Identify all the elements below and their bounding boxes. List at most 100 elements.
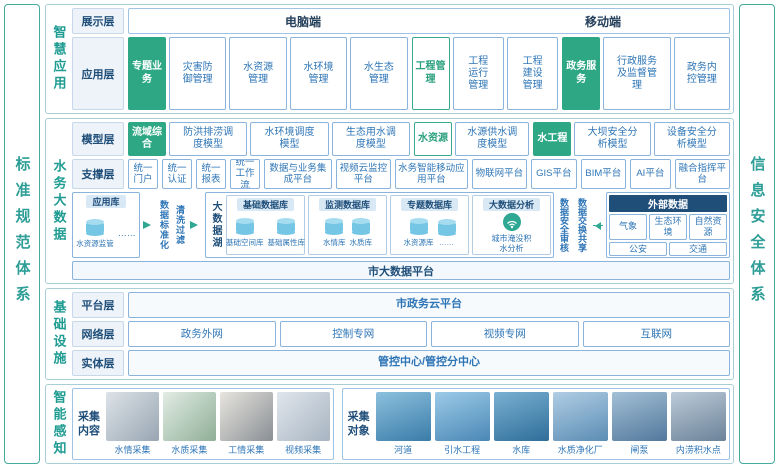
group-tag: 工程管理 [411,37,450,110]
analysis-content: 城市淹没积水分析 [490,212,534,253]
sense-item-label: 水质采集 [171,445,208,455]
support-item: 统一报表 [196,159,226,189]
sense-item: 水质采集 [162,392,216,456]
external-item: 自然资源 [689,214,727,240]
support-item: 水务智能移动应用平台 [395,159,468,189]
basic-database-tab: 基础数据库 [236,198,294,211]
photo-reservoir [493,392,549,441]
info-security-system-label: 信息安全体系 [748,156,766,312]
photo-waterlogging-point [670,392,726,441]
support-item: 数据与业务集成平台 [264,159,332,189]
section-smart-application: 智慧应用 展示层 电脑端 移动端 应用层 专题业务 灾害防御管理 水资源管理 [45,4,734,114]
group-tag: 专题业务 [128,37,166,110]
section-label-infrastructure: 基础设施 [49,292,69,376]
photo-sluice-pump [611,392,667,441]
cylinder-item: 水情库 [323,216,346,248]
sense-item-label: 闸泵 [630,445,649,455]
sense-item-label: 河道 [394,445,413,455]
filter-label-line2: 清洗过滤 [175,205,185,245]
filter-label-line1: 数据标准化 [159,200,169,250]
basic-database-group: 基础数据库 基础空间库 基础属性库 [226,195,305,255]
flow-arrow-icon [190,221,202,229]
support-item: 视频云监控平台 [335,159,392,189]
external-item: 生态环境 [649,214,687,240]
exchange-label-text: 数据交换共享 [577,198,587,252]
sense-item: 水库 [493,392,549,456]
group-government-service: 政务服务 行政服务及监督管理 政务内控管理 [562,37,730,110]
sense-item-label: 引水工程 [444,445,481,455]
cylinder-label: 基础空间库 [226,238,264,247]
section-intelligent-sensing: 智能感知 采集内容 水情采集 水质采集 [45,384,734,464]
database-cylinder-icon [277,218,296,235]
gov-cloud-platform-box: 市政务云平台 [128,292,730,318]
mobile-client-header: 移动端 [584,14,621,29]
photo-video-camera [276,392,330,441]
network-layer-label: 网络层 [72,321,124,347]
external-item: 交通 [669,241,727,257]
external-data-header: 外部数据 [609,195,727,212]
analysis-sonar-icon [502,213,521,231]
external-data-row: 气象 生态环境 自然资源 [609,214,727,240]
database-cylinder-icon [351,218,370,235]
photo-water-purification-plant [552,392,608,441]
group-engineering-mgmt: 工程管理 工程运行管理 工程建设管理 [411,37,559,110]
sense-item: 视频采集 [276,392,330,456]
sensing-row: 采集内容 水情采集 水质采集 工情采集 [72,388,730,460]
section-water-big-data: 水务大数据 模型层 流域综合 防洪排涝调度模型 水环境调度模型 生态用水调度模型… [45,118,734,284]
database-cylinder-icon [325,218,344,235]
network-item: 视频专网 [431,321,579,347]
infrastructure-body: 平台层 市政务云平台 网络层 政务外网 控制专网 视频专网 互联网 实体层 管控… [72,292,730,376]
network-item: 互联网 [582,321,730,347]
cylinder-label: 基础属性库 [267,238,306,247]
support-item: AI平台 [630,159,671,189]
cylinder-label: 水质库 [349,238,373,247]
database-cylinder-icon [437,219,456,236]
cylinder-group: 水资源监管 [76,217,114,249]
group-water-resource: 水资源 水源供水调度模型 [414,122,530,156]
standards-system-label: 标准规范体系 [13,156,31,312]
cylinder-item: 水质库 [349,216,373,248]
sense-item-label: 内涝积水点 [675,445,721,455]
control-center-box: 管控中心/管控分中心 [128,350,730,376]
sense-item-label: 水质净化厂 [557,445,603,455]
data-standardize-filter: 数据标准化 清洗过滤 [158,192,187,258]
group-water-engineering: 水工程 大坝安全分析模型 设备安全分析模型 [533,122,731,156]
app-item: 灾害防御管理 [169,37,227,110]
app-item: 工程建设管理 [506,37,559,110]
data-exchange-share-strip: 数据交换共享 [575,192,590,258]
support-item: BIM平台 [580,159,627,189]
model-layer-label: 模型层 [72,122,124,156]
collection-object-panel: 采集对象 河道 引水工程 水库 [341,388,730,460]
section-label-text: 智慧应用 [51,25,67,93]
group-tag: 流域综合 [128,122,166,156]
support-layer-label: 支撑层 [72,159,124,189]
section-label-water-big-data: 水务大数据 [49,122,69,280]
entity-layer-row: 实体层 管控中心/管控分中心 [72,350,730,376]
cylinder-label: …… [439,238,454,247]
cylinder-label: 水情库 [323,238,346,247]
entity-layer-label: 实体层 [72,350,124,376]
collection-content-label: 采集内容 [78,410,100,437]
group-tag: 水工程 [533,122,572,156]
support-layer-row: 支撑层 统一门户 统一认证 统一报表 统一工作流 数据与业务集成平台 视频云监控… [72,159,730,189]
monitoring-database-tab: 监测数据库 [318,198,376,211]
support-item: GIS平台 [531,159,577,189]
collection-content-panel: 采集内容 水情采集 水质采集 工情采集 [72,388,334,460]
display-layer-row: 展示层 电脑端 移动端 [72,8,730,34]
photo-engineering-sensor [219,392,273,441]
cylinder-item: …… [437,217,456,247]
sense-item: 闸泵 [611,392,667,456]
thematic-database-group: 专题数据库 水资源库 …… [390,195,469,255]
smart-application-body: 展示层 电脑端 移动端 应用层 专题业务 灾害防御管理 水资源管理 水环境管理 … [72,8,730,110]
model-item: 水环境调度模型 [250,122,329,156]
section-infrastructure: 基础设施 平台层 市政务云平台 网络层 政务外网 控制专网 视频专网 互联网 实… [45,288,734,380]
database-cylinder-icon [235,218,254,235]
app-item: 工程运行管理 [452,37,504,110]
section-label-text: 水务大数据 [51,158,67,244]
data-flow-row: 应用库 水资源监管 …… 数据标准化 清洗过滤 [72,192,730,258]
cylinder-group: 水资源库 …… [404,212,456,252]
big-data-lake-box: 大数据湖 基础数据库 基础空间库 基础属 [205,192,554,258]
section-label-text: 基础设施 [51,300,67,368]
sense-item: 工情采集 [219,392,273,456]
cylinder-group: 基础空间库 基础属性库 [226,212,305,252]
